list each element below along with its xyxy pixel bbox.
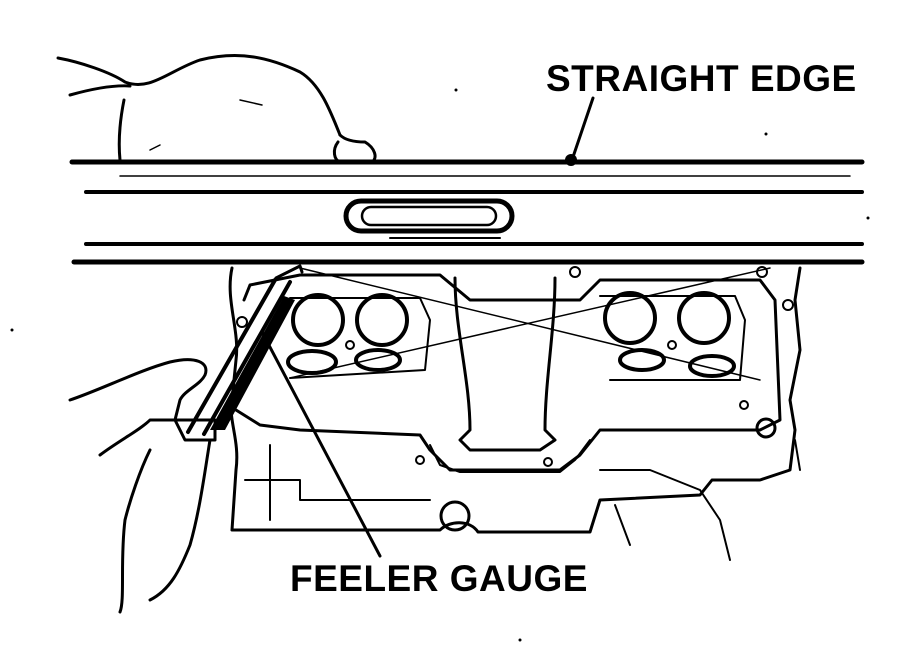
straight-edge-label: STRAIGHT EDGE (546, 58, 857, 99)
lower-hand (68, 358, 217, 614)
print-specks (10, 88, 870, 642)
cylinder-head (228, 266, 802, 561)
straight-edge (69, 159, 865, 265)
feeler-gauge (186, 264, 304, 436)
feeler-gauge-label: FEELER GAUGE (290, 558, 588, 599)
leader-lines (260, 96, 595, 558)
straight-edge-pointer-dot (565, 154, 577, 166)
upper-hand (56, 54, 377, 164)
